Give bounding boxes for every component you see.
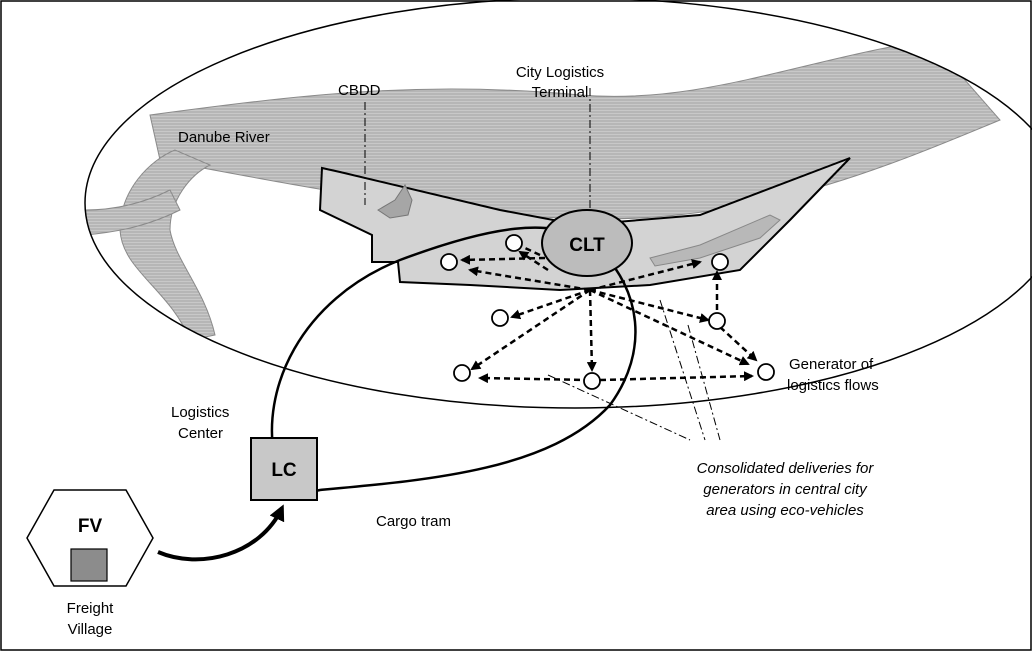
cbdd-building	[377, 183, 413, 219]
lc-node	[250, 437, 318, 501]
generator-node	[757, 363, 775, 381]
city-boundary-oval	[84, 0, 1032, 409]
generator-node	[505, 234, 523, 252]
fv-warehouse-icon	[70, 548, 108, 582]
consolidated-line3: area using eco-vehicles	[706, 502, 864, 519]
freight-village-line1: Freight	[67, 600, 115, 617]
generator-node	[708, 312, 726, 330]
generator-nodes	[440, 234, 775, 390]
river-label: Danube River	[178, 129, 270, 146]
fv-to-lc-arrow	[157, 504, 285, 562]
fv-node	[26, 489, 154, 587]
logistics-center-line1: Logistics	[171, 404, 229, 421]
danube-river	[85, 39, 1001, 341]
clt-title-line2: Terminal	[532, 84, 589, 101]
riverbank-strip	[649, 214, 781, 267]
consolidated-line2: generators in central city	[703, 481, 868, 498]
generator-label-line2: logistics flows	[787, 377, 879, 394]
generator-node	[491, 309, 509, 327]
freight-village-line2: Village	[68, 621, 113, 638]
cbdd-label: CBDD	[338, 82, 381, 99]
logistics-center-line2: Center	[178, 425, 223, 442]
consolidated-line1: Consolidated deliveries for	[697, 460, 875, 477]
generator-node	[711, 253, 729, 271]
clt-title-line1: City Logistics	[516, 64, 604, 81]
clt-label: CLT	[569, 235, 605, 256]
clt-node	[541, 209, 633, 277]
lc-label: LC	[271, 460, 297, 481]
delivery-arrows	[460, 246, 758, 384]
generator-node	[453, 364, 471, 382]
generator-label-line1: Generator of	[789, 356, 874, 373]
generator-node	[583, 372, 601, 390]
fv-label: FV	[78, 516, 103, 537]
cargo-tram-label: Cargo tram	[376, 513, 451, 530]
pointer-lines	[364, 88, 721, 441]
generator-node	[440, 253, 458, 271]
